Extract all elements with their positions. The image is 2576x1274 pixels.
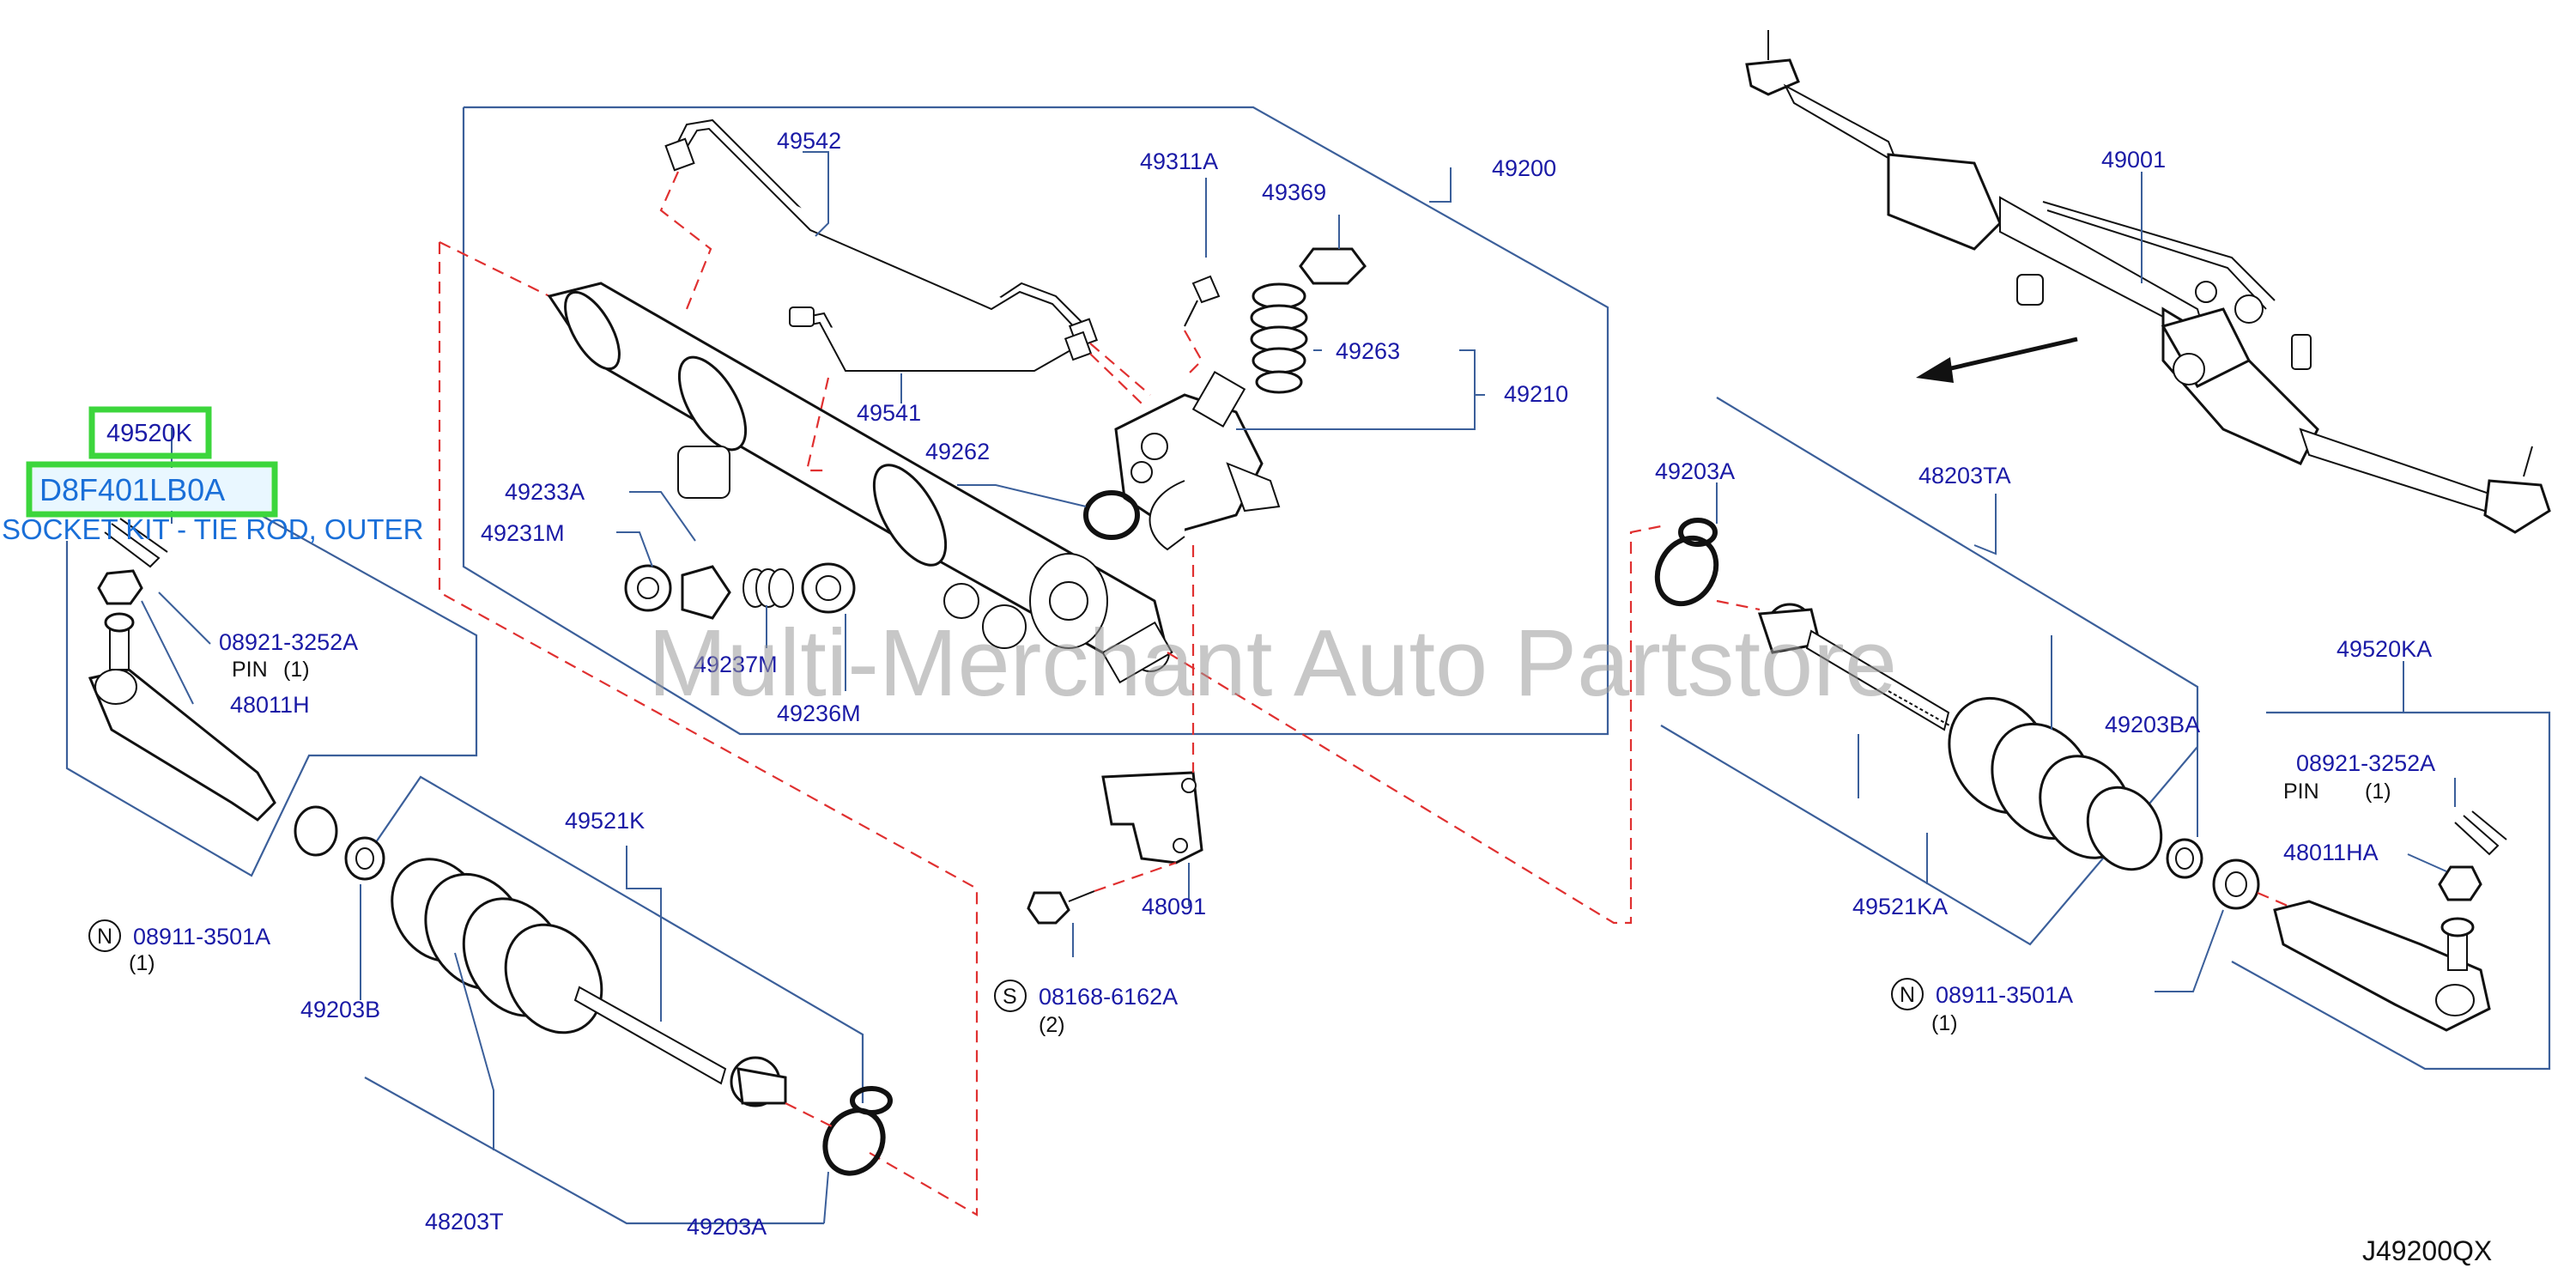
label-49520KA[interactable]: 49520KA — [2337, 636, 2432, 662]
boot-49263 — [1250, 282, 1308, 394]
pipes — [664, 118, 1099, 372]
diagram-code: J49200QX — [2362, 1235, 2492, 1266]
label-49236M[interactable]: 49236M — [777, 701, 861, 726]
dashed-clamp-left — [785, 1102, 838, 1130]
inner-tie-rod-left — [573, 986, 787, 1107]
clamp-49203A-right — [1654, 518, 1719, 607]
pin-left — [104, 518, 168, 568]
label-08168-6162A[interactable]: 08168-6162A — [1039, 984, 1178, 1010]
label-49263[interactable]: 49263 — [1336, 338, 1400, 364]
label-49203B[interactable]: 49203B — [300, 997, 380, 1022]
label-49262[interactable]: 49262 — [925, 439, 990, 464]
dashed-outline-right — [1167, 524, 1666, 925]
label-n-left: N — [97, 925, 112, 949]
label-49542[interactable]: 49542 — [777, 128, 841, 154]
label-49233A[interactable]: 49233A — [505, 479, 585, 505]
label-pin-left-qty: (1) — [283, 658, 310, 682]
box-48203T-bottom — [364, 1077, 824, 1225]
label-08921-3252A-right[interactable]: 08921-3252A — [2296, 750, 2435, 776]
cap-49369 — [1299, 247, 1367, 285]
s-mark — [994, 980, 1027, 1012]
label-s: S — [1003, 985, 1017, 1009]
nut-48011H — [97, 569, 143, 605]
direction-arrow — [1916, 337, 2078, 383]
box-49200 — [462, 106, 1609, 736]
label-49203A-left[interactable]: 49203A — [687, 1214, 767, 1240]
label-49001[interactable]: 49001 — [2101, 147, 2166, 173]
label-48203TA[interactable]: 48203TA — [1918, 463, 2011, 488]
box-49520K — [65, 513, 478, 877]
label-48011H[interactable]: 48011H — [230, 692, 310, 718]
boot-right — [1948, 696, 2163, 871]
selected-description: SOCKET KIT - TIE ROD, OUTER — [2, 513, 423, 545]
dashed-clamp-right — [1716, 599, 1761, 611]
label-49369[interactable]: 49369 — [1262, 179, 1326, 205]
dashed-bolt — [1184, 330, 1203, 379]
label-49231M[interactable]: 49231M — [481, 520, 565, 546]
bolt-08168 — [1027, 890, 1095, 925]
seal-49262 — [1083, 490, 1140, 540]
label-49311A[interactable]: 49311A — [1140, 149, 1218, 174]
nut-48011HA — [2438, 865, 2482, 901]
clamp-49203B — [294, 805, 385, 881]
watermark: Multi-Merchant Auto Partstore — [648, 610, 1897, 716]
label-49237M[interactable]: 49237M — [694, 652, 778, 677]
valve-housing — [1114, 370, 1281, 551]
selected-oem-code-bg — [33, 468, 271, 511]
nut-right — [2212, 858, 2260, 910]
inner-tie-rod-right — [1757, 603, 1958, 731]
selected-part-number[interactable]: 49520K — [106, 420, 193, 447]
label-49521KA[interactable]: 49521KA — [1852, 894, 1948, 919]
dashed-pipe-4 — [1089, 353, 1143, 404]
box-49520KA — [2231, 711, 2551, 1071]
label-08911-left-qty: (1) — [129, 951, 155, 975]
n-mark-right — [1891, 978, 1924, 1010]
pin-right — [2454, 810, 2507, 856]
bolt-49311A — [1184, 275, 1221, 327]
leader-lines — [141, 151, 2456, 1224]
label-48011HA[interactable]: 48011HA — [2283, 840, 2379, 865]
label-08911-right-qty: (1) — [1931, 1011, 1958, 1035]
label-08921-3252A-left[interactable]: 08921-3252A — [219, 629, 358, 655]
label-08168-qty: (2) — [1039, 1013, 1065, 1037]
dashed-pipe-1 — [659, 171, 712, 310]
dashed-bolt-bracket — [1094, 861, 1177, 893]
label-pin-right: PIN — [2283, 780, 2319, 804]
label-49200[interactable]: 49200 — [1492, 155, 1556, 181]
boot-left — [391, 858, 603, 1034]
box-48203T — [364, 775, 864, 1103]
n-mark-left — [88, 919, 121, 952]
clamp-49203A-left — [822, 1086, 893, 1176]
label-49203A-right[interactable]: 49203A — [1655, 458, 1735, 484]
steering-rack-assembly — [1745, 30, 2551, 534]
label-pin-left: PIN — [232, 658, 268, 682]
dashed-pipe-2 — [805, 377, 830, 472]
rack-housing — [547, 282, 1173, 684]
label-n-right: N — [1900, 983, 1915, 1007]
label-49210[interactable]: 49210 — [1504, 381, 1568, 407]
selected-oem-code[interactable]: D8F401LB0A — [39, 472, 225, 507]
label-49203BA[interactable]: 49203BA — [2105, 712, 2200, 737]
label-08911-3501A-right[interactable]: 08911-3501A — [1936, 982, 2073, 1008]
label-48203T[interactable]: 48203T — [425, 1209, 504, 1235]
outer-tie-rod-left — [88, 612, 276, 822]
bushings — [624, 562, 856, 620]
selected-part-number-box[interactable] — [88, 406, 212, 459]
label-49541[interactable]: 49541 — [857, 400, 921, 426]
selected-oem-code-box[interactable] — [26, 461, 278, 518]
label-48091[interactable]: 48091 — [1142, 894, 1206, 919]
dashed-pipe-3 — [1089, 343, 1151, 396]
bracket-48091 — [1101, 771, 1203, 864]
clamp-49203BA — [2166, 838, 2203, 879]
dashed-outline-left — [438, 242, 979, 1216]
label-08911-3501A-left[interactable]: 08911-3501A — [133, 924, 270, 949]
dashed-line-1 — [439, 241, 550, 297]
label-49521K[interactable]: 49521K — [565, 808, 645, 834]
dashed-nut-right — [2257, 891, 2288, 907]
label-pin-right-qty: (1) — [2365, 780, 2391, 804]
outer-tie-rod-right — [2273, 900, 2491, 1032]
